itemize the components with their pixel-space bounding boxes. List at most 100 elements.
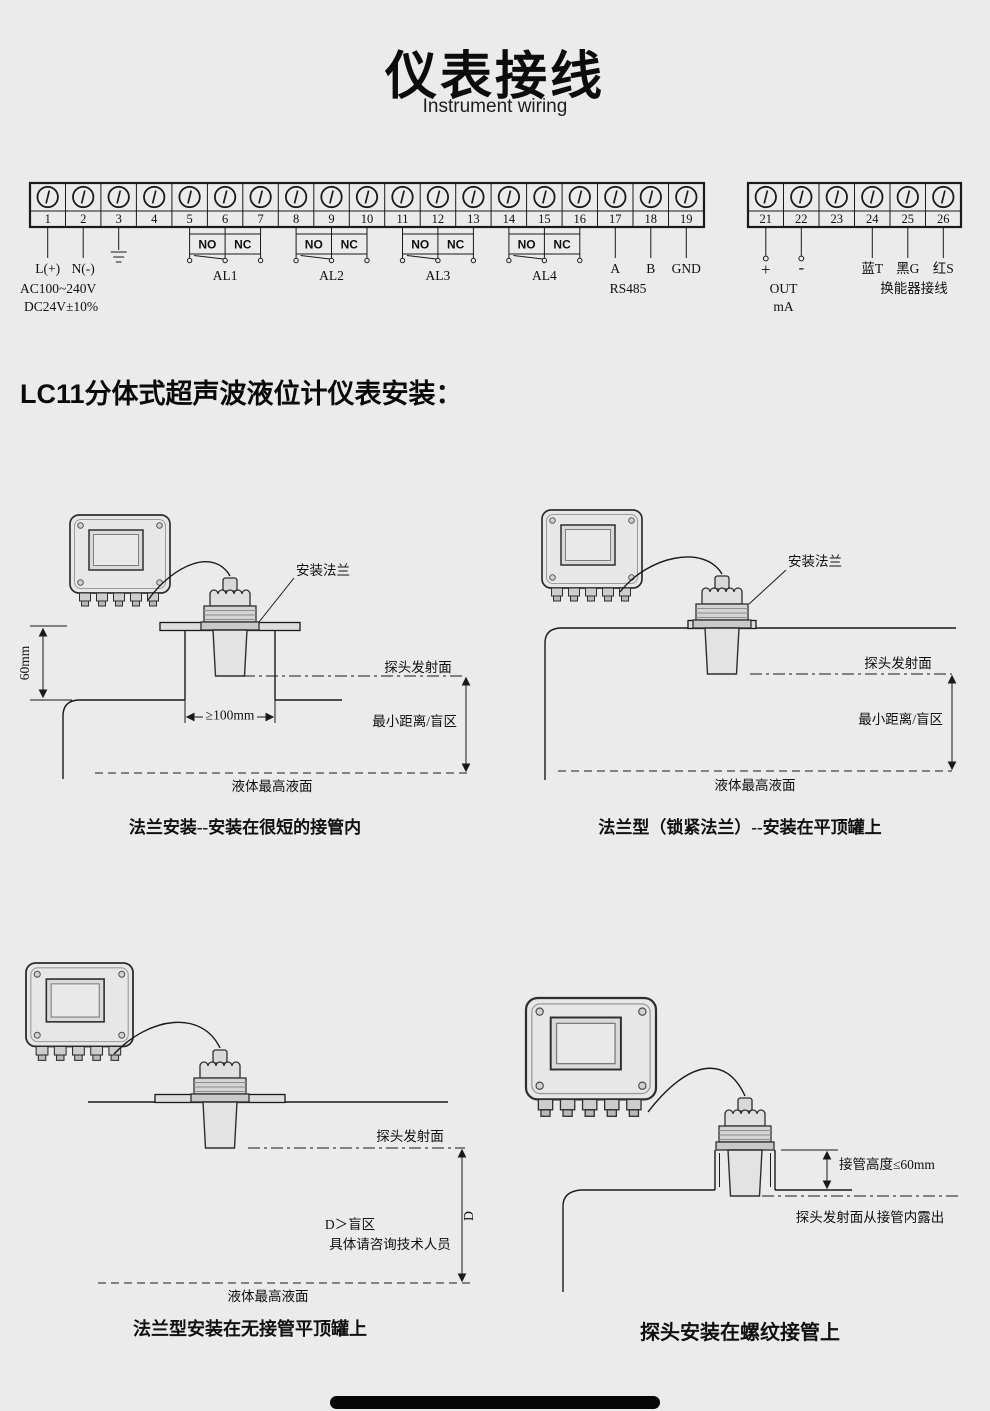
dim-100mm-ticks bbox=[184, 700, 276, 723]
rs485-wiring: A B GND RS485 bbox=[610, 227, 701, 296]
probe-face-label: 探头发射面 bbox=[384, 660, 452, 675]
bottom-bar bbox=[330, 1396, 660, 1409]
terminal-number: 14 bbox=[503, 212, 516, 226]
dim-60mm-ticks bbox=[30, 625, 72, 701]
transducer bbox=[200, 577, 260, 677]
relay-contact-arm bbox=[300, 255, 331, 260]
probe-face-label: 探头发射面从接管内露出 bbox=[796, 1209, 945, 1225]
terminal-number: 7 bbox=[257, 212, 263, 226]
terminal-number: 12 bbox=[432, 212, 445, 226]
black-wire-label: 黑G bbox=[896, 261, 919, 276]
terminal-number: 22 bbox=[795, 212, 808, 226]
probe-face-label: 探头发射面 bbox=[864, 656, 932, 671]
relay-al3: NO NC AL3 bbox=[399, 227, 477, 283]
rs485-b-label: B bbox=[646, 261, 655, 276]
transducer-wiring-label: 换能器接线 bbox=[880, 280, 948, 296]
relay-no-label: NO bbox=[305, 238, 323, 252]
min-distance-label: 最小距离/盲区 bbox=[858, 711, 943, 727]
terminal-numbers: 21 22 23 24 25 26 bbox=[760, 212, 950, 226]
controller-box bbox=[25, 962, 134, 1062]
consult-label: 具体请咨询技术人员 bbox=[329, 1237, 451, 1252]
terminal-number: 15 bbox=[538, 212, 551, 226]
relay-label: AL2 bbox=[319, 268, 344, 283]
relay-al2: NO NC AL2 bbox=[293, 227, 370, 283]
red-wire-label: 红S bbox=[933, 261, 954, 276]
relay-nc-label: NC bbox=[341, 238, 359, 252]
terminal-number: 11 bbox=[396, 212, 408, 226]
flange-label: 安装法兰 bbox=[788, 554, 842, 569]
relay-nc-label: NC bbox=[447, 238, 465, 252]
relay-contact-arm bbox=[194, 255, 224, 260]
terminal-number: 3 bbox=[116, 212, 122, 226]
relay-nc-label: NC bbox=[553, 238, 571, 252]
tank-roof bbox=[62, 699, 342, 779]
diagram-3-caption: 法兰型安装在无接管平顶罐上 bbox=[133, 1319, 367, 1339]
relay-label: AL4 bbox=[532, 268, 557, 283]
dim-100mm-label-bg bbox=[203, 708, 257, 721]
rs485-label: RS485 bbox=[610, 281, 647, 296]
transducer bbox=[692, 575, 752, 675]
terminal-number: 1 bbox=[45, 212, 51, 226]
page-title: 仪表接线 bbox=[384, 48, 605, 106]
controller-box bbox=[524, 996, 658, 1118]
diagram-locking-flange: 探头发射面 最小距离/盲区 液体最高液面 安装法兰 bbox=[541, 509, 957, 793]
relay-contact-arm bbox=[513, 255, 543, 260]
transducer bbox=[715, 1097, 775, 1197]
nozzle-walls bbox=[714, 1150, 776, 1190]
terminal-number: 17 bbox=[609, 212, 622, 226]
min-distance-label: 最小距离/盲区 bbox=[372, 713, 457, 729]
terminal-number: 25 bbox=[902, 212, 915, 226]
power-line-label: L(+) bbox=[35, 261, 60, 276]
liquid-level-label: 液体最高液面 bbox=[228, 1288, 309, 1304]
dim-60mm-label: 60mm bbox=[17, 645, 32, 680]
terminal-number: 2 bbox=[80, 212, 86, 226]
ground-icon bbox=[110, 251, 127, 263]
current-output-wiring: + - OUT mA bbox=[761, 227, 804, 314]
terminal-block-right: 21 22 23 24 25 26 bbox=[746, 181, 963, 229]
rs485-a-label: A bbox=[610, 261, 620, 276]
power-neutral-label: N(-) bbox=[72, 261, 95, 276]
blind-zone-label: D＞盲区 bbox=[325, 1216, 375, 1232]
nozzle-threads bbox=[719, 1153, 771, 1187]
terminal-numbers: 1 2 3 4 5 6 7 8 9 10 11 12 13 14 15 16 1… bbox=[45, 212, 693, 226]
tank-roof bbox=[544, 627, 956, 780]
relay-al4: NO NC AL4 bbox=[506, 227, 583, 283]
diagram-flange-no-nozzle: 探头发射面 D D＞盲区 具体请咨询技术人员 液体最高液面 bbox=[25, 962, 476, 1304]
terminal-number: 10 bbox=[361, 212, 374, 226]
relay-nc-label: NC bbox=[234, 238, 252, 252]
liquid-level-label: 液体最高液面 bbox=[715, 777, 796, 793]
nozzle-height-label: 接管高度≤60mm bbox=[839, 1156, 935, 1172]
dim-100mm-label: ≥100mm bbox=[206, 708, 255, 723]
sensor-cable bbox=[113, 1021, 221, 1055]
relay-label: AL3 bbox=[426, 268, 451, 283]
liquid-level-label: 液体最高液面 bbox=[232, 778, 313, 794]
flange-label: 安装法兰 bbox=[296, 563, 350, 578]
flange-leader-line bbox=[258, 577, 295, 623]
transducer bbox=[190, 1049, 250, 1149]
terminal-number: 4 bbox=[151, 212, 158, 226]
cell-dividers bbox=[783, 183, 926, 227]
terminal-number: 23 bbox=[831, 212, 844, 226]
power-spec-dc: DC24V±10% bbox=[24, 299, 98, 314]
diagram-1-caption: 法兰安装--安装在很短的接管内 bbox=[128, 818, 362, 837]
terminal-number: 18 bbox=[645, 212, 658, 226]
terminal-wiring-diagram: 1 2 3 4 5 6 7 8 9 10 11 12 13 14 15 16 1… bbox=[20, 181, 963, 314]
nozzle-walls bbox=[184, 630, 276, 700]
terminal-number: 9 bbox=[328, 212, 334, 226]
cell-dividers bbox=[65, 183, 669, 227]
diagram-2-caption: 法兰型（锁紧法兰）--安装在平顶罐上 bbox=[598, 818, 882, 837]
diagram-flange-short-nozzle: 60mm ≥100mm 探头发射面 最小距离/盲区 液体最高液面 安装法兰 bbox=[17, 514, 472, 794]
out-label: OUT bbox=[770, 281, 798, 296]
page-subtitle: Instrument wiring bbox=[422, 96, 568, 117]
relay-no-label: NO bbox=[411, 238, 429, 252]
terminal-number: 26 bbox=[937, 212, 950, 226]
terminal-number: 19 bbox=[680, 212, 693, 226]
flange-leader-line bbox=[748, 569, 787, 605]
out-plus-label: + bbox=[761, 260, 771, 279]
terminal-number: 16 bbox=[574, 212, 587, 226]
rs485-gnd-label: GND bbox=[672, 261, 701, 276]
out-minus-label: - bbox=[798, 258, 804, 277]
section-heading: LC11分体式超声波液位计仪表安装： bbox=[20, 379, 463, 409]
dim-d-label: D bbox=[461, 1211, 476, 1221]
terminal-number: 21 bbox=[760, 212, 773, 226]
